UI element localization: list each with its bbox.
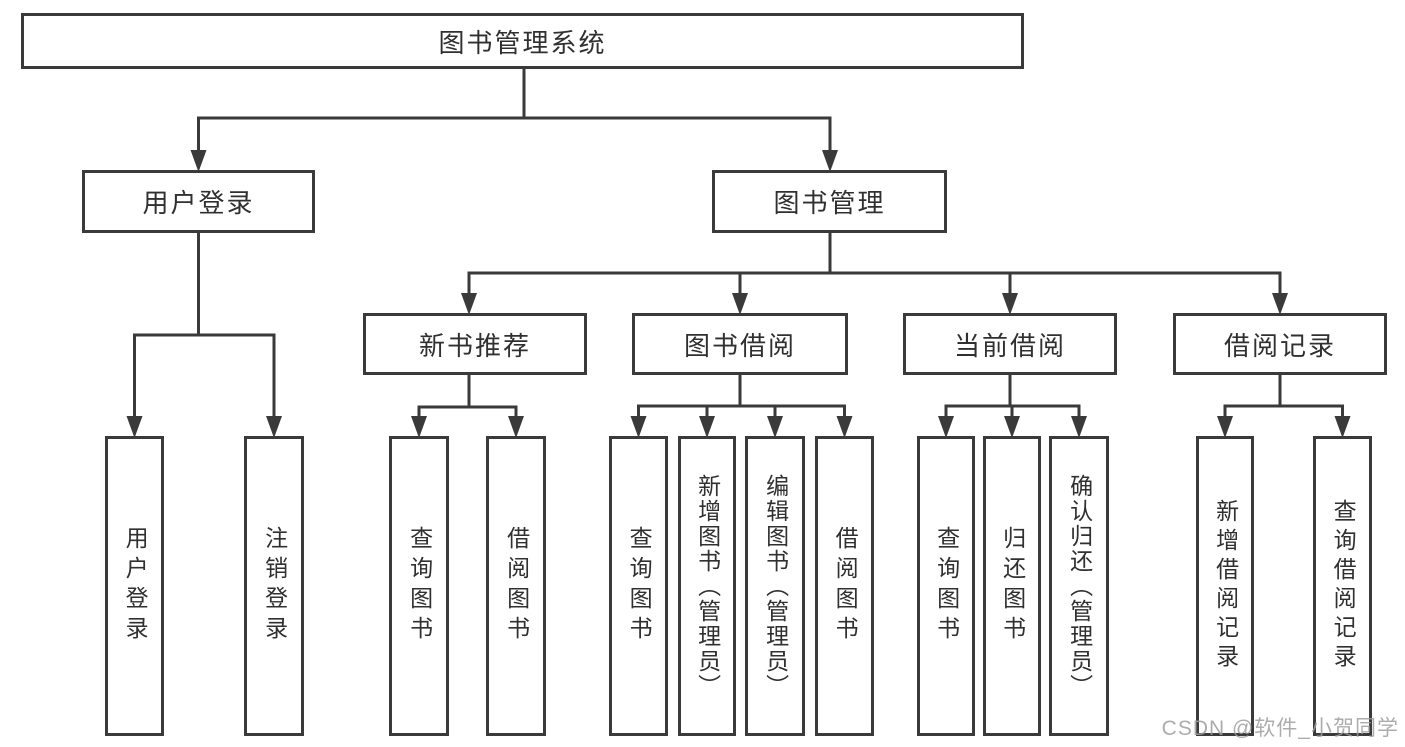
- node-label: 编辑图书（管理员）: [762, 473, 789, 699]
- leaf-add-books-admin: 新增图书（管理员）: [678, 436, 736, 736]
- leaf-return-books: 归还图书: [983, 436, 1041, 736]
- leaf-query-books-2: 查询图书: [609, 436, 668, 736]
- arrowhead: [126, 416, 143, 438]
- leaf-query-borrow-record: 查询借阅记录: [1313, 436, 1372, 736]
- arrowhead: [1272, 293, 1288, 315]
- node-label: 查询图书: [626, 526, 653, 646]
- connector-root-trunk: [197, 69, 832, 120]
- node-label: 新增图书（管理员）: [694, 473, 721, 699]
- leaf-query-books: 查询图书: [389, 436, 449, 736]
- node-label: 图书管理系统: [438, 27, 607, 58]
- connector-new-book-trunk: [417, 375, 518, 409]
- node-label: 注销登录: [261, 526, 288, 646]
- connector-book-borrowing-trunk: [637, 374, 846, 408]
- leaf-logout: 注销登录: [244, 436, 304, 736]
- node-label: 用户登录: [142, 188, 255, 218]
- node-borrowing-records: 借阅记录: [1173, 313, 1387, 375]
- connector-book-management-trunk: [467, 232, 1282, 275]
- node-label: 借阅图书: [503, 526, 530, 646]
- node-book-management: 图书管理: [712, 170, 947, 233]
- arrowhead: [767, 416, 783, 438]
- arrowhead: [1004, 416, 1020, 438]
- connector-borrow-records-trunk: [1223, 375, 1344, 408]
- node-new-book-recommendation: 新书推荐: [363, 313, 587, 375]
- arrowhead: [190, 150, 207, 172]
- arrowhead: [411, 416, 427, 438]
- arrowhead: [266, 416, 282, 438]
- node-label: 借阅记录: [1223, 330, 1336, 361]
- node-library-management-system: 图书管理系统: [21, 13, 1024, 69]
- node-label: 查询图书: [406, 526, 433, 646]
- arrowhead: [1071, 416, 1087, 438]
- arrowhead: [630, 416, 647, 438]
- watermark: CSDN @软件_小贺同学: [1161, 717, 1399, 740]
- node-label: 确认归还（管理员）: [1066, 473, 1093, 699]
- arrowhead: [836, 416, 853, 438]
- node-label: 归还图书: [999, 526, 1026, 646]
- node-label: 当前借阅: [953, 330, 1066, 361]
- arrowhead: [1217, 416, 1233, 438]
- connector-current-borrowing-trunk: [944, 375, 1081, 408]
- node-book-borrowing: 图书借阅: [632, 313, 848, 375]
- node-user-login: 用户登录: [82, 170, 315, 233]
- leaf-query-books-3: 查询图书: [917, 436, 975, 736]
- arrowhead: [508, 416, 524, 438]
- node-current-borrowing: 当前借阅: [903, 313, 1117, 375]
- arrowhead: [938, 416, 954, 438]
- arrowhead: [699, 416, 715, 438]
- node-label: 图书管理: [773, 188, 886, 218]
- node-label: 借阅图书: [832, 526, 859, 646]
- arrowhead: [1002, 293, 1018, 315]
- leaf-add-borrow-record: 新增借阅记录: [1196, 436, 1254, 736]
- leaf-borrow-books-2: 借阅图书: [815, 436, 874, 736]
- leaf-user-login: 用户登录: [105, 436, 164, 736]
- node-label: 新增借阅记录: [1212, 499, 1239, 673]
- arrowhead: [1334, 416, 1351, 438]
- arrowhead: [461, 293, 477, 315]
- leaf-confirm-return-admin: 确认归还（管理员）: [1049, 436, 1109, 736]
- arrowhead: [732, 293, 748, 315]
- leaf-borrow-books: 借阅图书: [486, 436, 546, 736]
- node-label: 查询借阅记录: [1330, 499, 1357, 673]
- node-label: 查询图书: [933, 526, 960, 646]
- node-label: 图书借阅: [683, 330, 796, 361]
- node-label: 新书推荐: [418, 330, 531, 361]
- connector-user-login-trunk: [133, 233, 276, 337]
- leaf-edit-books-admin: 编辑图书（管理员）: [745, 436, 805, 736]
- arrowhead: [822, 150, 838, 172]
- node-label: 用户登录: [122, 526, 149, 646]
